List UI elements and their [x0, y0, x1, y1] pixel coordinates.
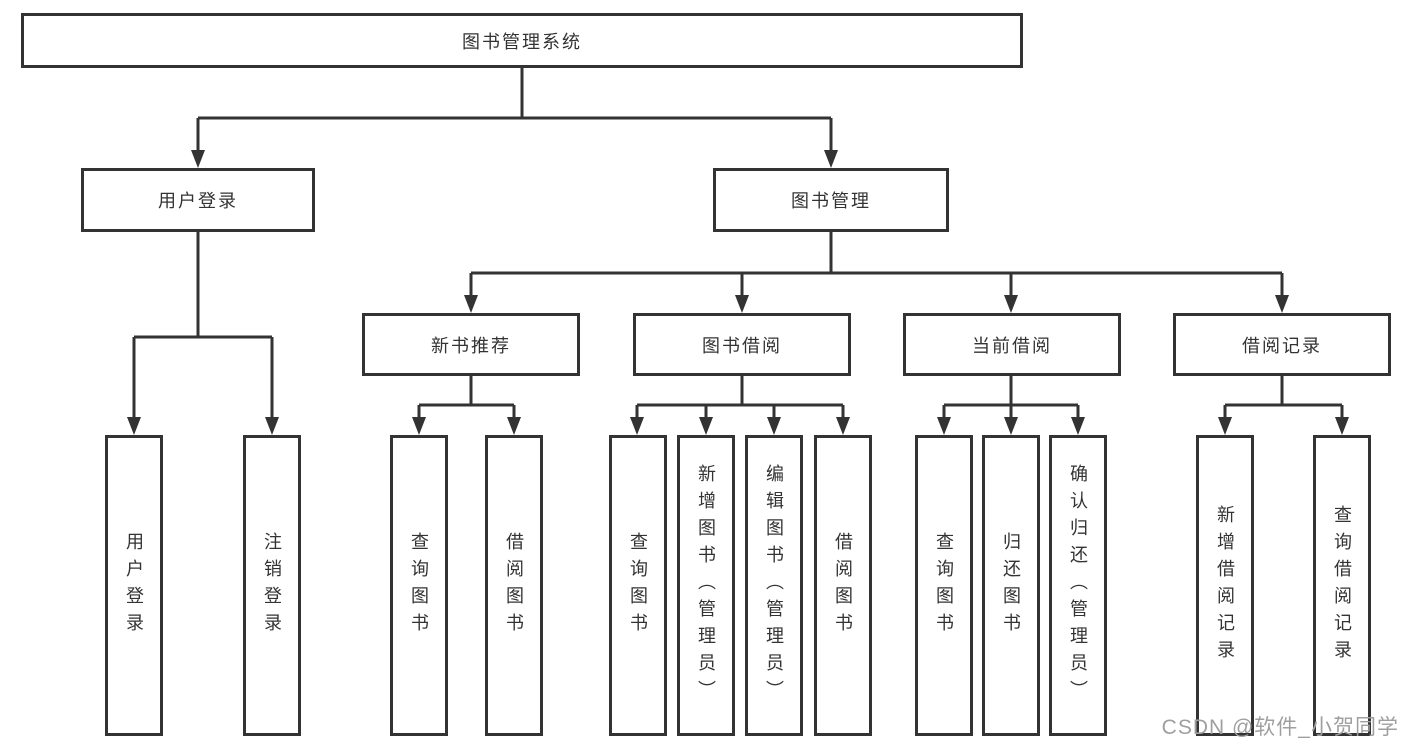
leaf-label: 归还图书 [1001, 531, 1021, 640]
leaf-label: 查询图书 [934, 531, 954, 640]
node-borrow-records: 借阅记录 [1173, 313, 1391, 376]
leaf-label: 新增借阅记录 [1215, 504, 1235, 667]
leaf-query-borrow-record: 查询借阅记录 [1313, 435, 1371, 736]
leaf-label: 确认归还（管理员） [1068, 464, 1088, 707]
node-book-management: 图书管理 [713, 168, 949, 232]
leaf-label: 查询图书 [628, 531, 648, 640]
leaf-query-books-current: 查询图书 [915, 435, 973, 736]
leaf-label: 借阅图书 [504, 531, 524, 640]
node-system-root: 图书管理系统 [21, 13, 1023, 68]
node-current-borrow: 当前借阅 [903, 313, 1121, 376]
node-user-login: 用户登录 [81, 168, 315, 232]
leaf-add-borrow-record: 新增借阅记录 [1196, 435, 1254, 736]
node-book-borrow: 图书借阅 [633, 313, 851, 376]
leaf-label: 新增图书（管理员） [696, 464, 716, 707]
node-new-book-recommend: 新书推荐 [362, 313, 580, 376]
leaf-label: 查询借阅记录 [1332, 504, 1352, 667]
leaf-user-login: 用户登录 [105, 435, 163, 736]
leaf-label: 编辑图书（管理员） [764, 464, 784, 707]
leaf-label: 注销登录 [262, 531, 282, 640]
leaf-query-books-borrow: 查询图书 [609, 435, 667, 736]
leaf-label: 借阅图书 [833, 531, 853, 640]
leaf-label: 查询图书 [409, 531, 429, 640]
leaf-query-books-recommend: 查询图书 [390, 435, 448, 736]
leaf-borrow-books: 借阅图书 [814, 435, 872, 736]
leaf-borrow-books-recommend: 借阅图书 [485, 435, 543, 736]
leaf-return-books: 归还图书 [982, 435, 1040, 736]
leaf-confirm-return-admin: 确认归还（管理员） [1049, 435, 1107, 736]
leaf-label: 用户登录 [124, 531, 144, 640]
csdn-watermark: CSDN @软件_小贺同学 [1161, 716, 1399, 739]
leaf-logout: 注销登录 [243, 435, 301, 736]
leaf-edit-books-admin: 编辑图书（管理员） [745, 435, 803, 736]
leaf-add-books-admin: 新增图书（管理员） [677, 435, 735, 736]
